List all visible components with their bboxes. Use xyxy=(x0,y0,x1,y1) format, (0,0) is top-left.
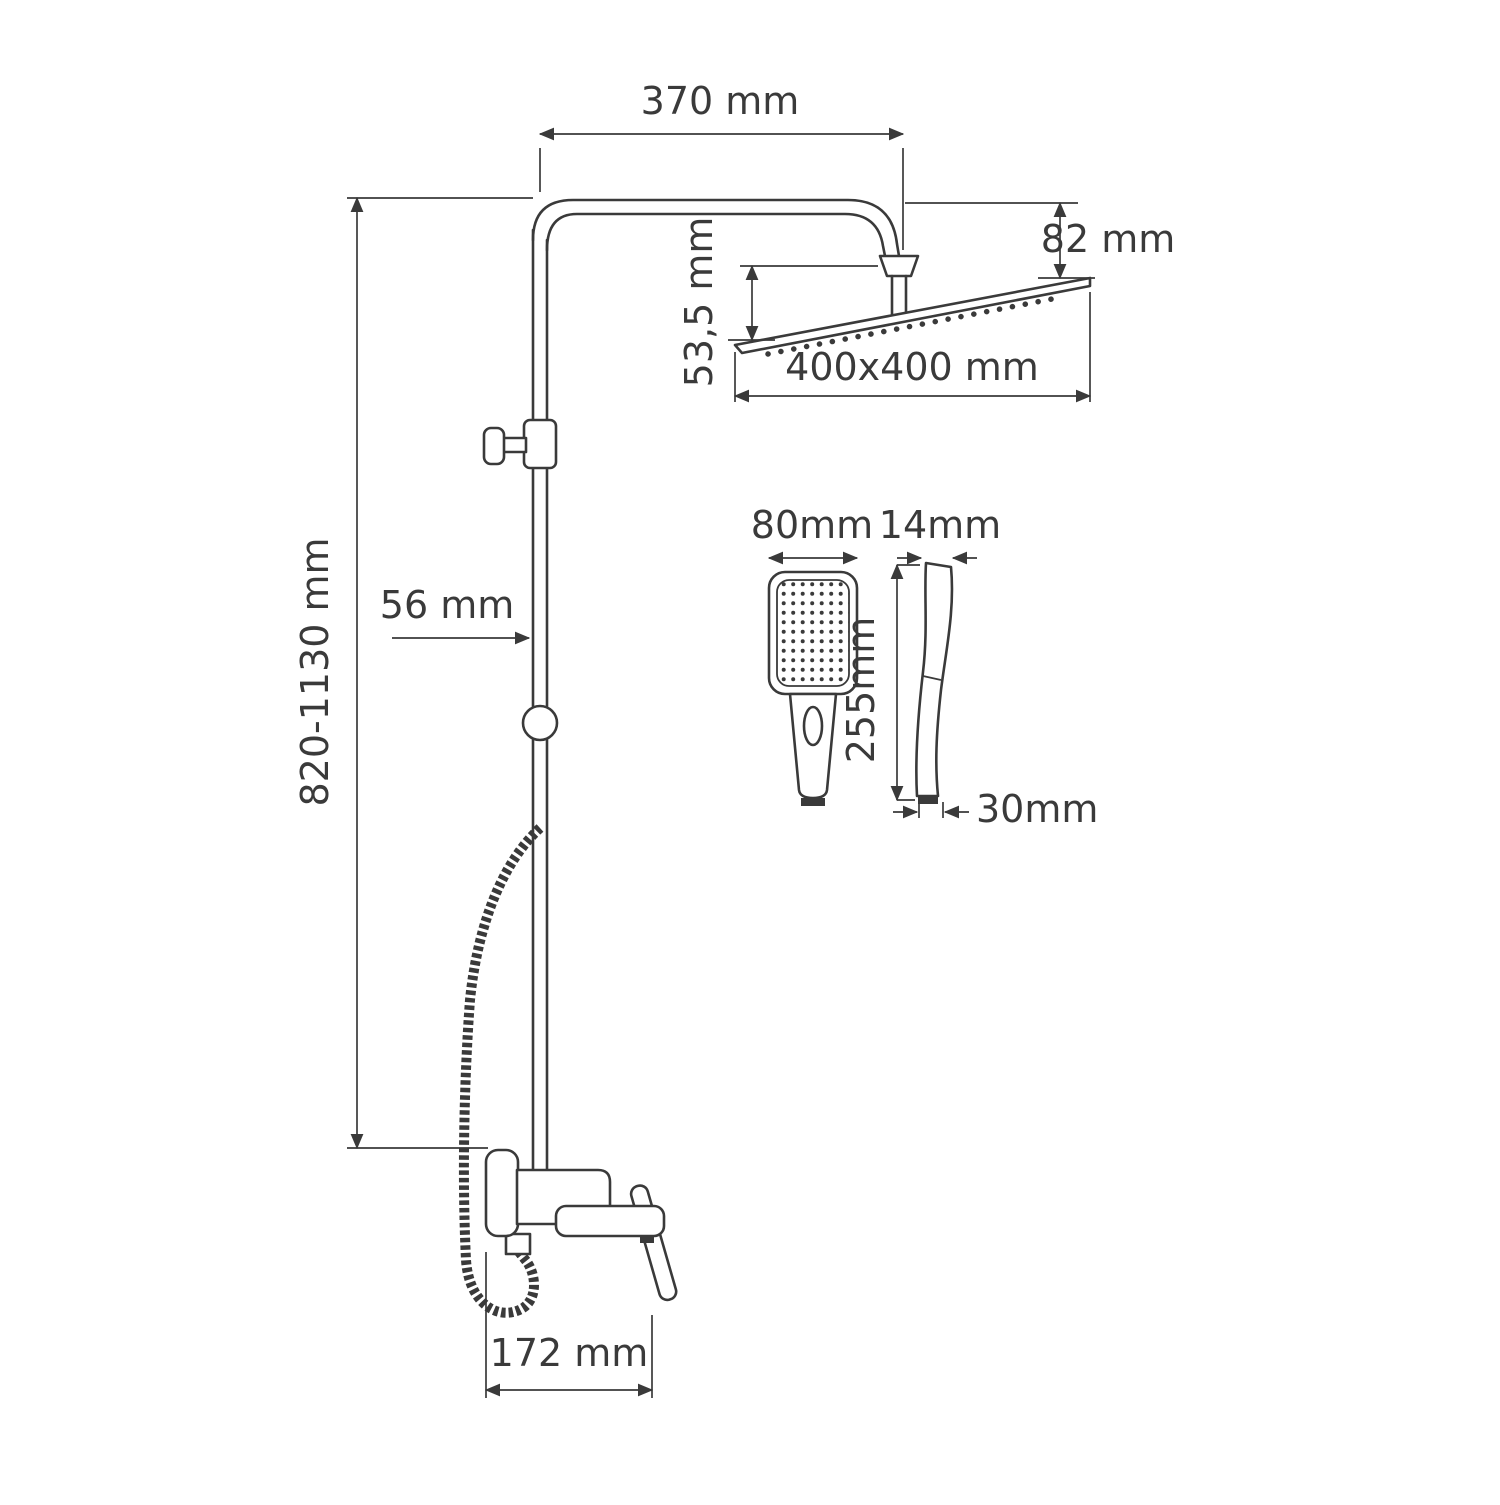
dim-column-offset: 56 mm xyxy=(380,583,531,645)
dim-handshower-width: 80mm xyxy=(751,503,873,565)
label-handshower-bottom: 30mm xyxy=(976,787,1098,831)
side-inlet-cap xyxy=(918,796,938,804)
spout-aerator xyxy=(640,1236,654,1243)
dim-handshower-depth: 14mm xyxy=(879,503,1001,565)
label-head-tilt: 53,5 mm xyxy=(677,217,721,388)
head-nozzles xyxy=(765,296,1055,357)
dim-head-size: 400x400 mm xyxy=(733,292,1092,403)
shower-hose xyxy=(458,824,544,1318)
dim-handshower-length: 255mm xyxy=(839,563,920,802)
label-column-height: 820-1130 mm xyxy=(293,537,337,806)
dim-head-tilt: 53,5 mm xyxy=(677,217,878,388)
dim-spout-reach: 172 mm xyxy=(484,1252,654,1398)
label-handshower-length: 255mm xyxy=(839,617,883,764)
dim-head-drop: 82 mm xyxy=(905,201,1175,280)
hand-shower-front-view xyxy=(767,570,859,806)
hose-connector-nut xyxy=(504,1232,532,1256)
label-head-drop: 82 mm xyxy=(1041,217,1175,261)
dim-column-height: 820-1130 mm xyxy=(293,196,533,1150)
rain-shower-head xyxy=(733,254,1092,357)
label-handshower-depth: 14mm xyxy=(879,503,1001,547)
head-panel xyxy=(733,276,1092,355)
dim-arm-length: 370 mm xyxy=(538,79,905,250)
bath-mixer xyxy=(484,1148,678,1302)
label-column-offset: 56 mm xyxy=(380,583,514,627)
mode-button xyxy=(802,705,824,747)
dim-handshower-bottom: 30mm xyxy=(893,787,1098,831)
diverter-handle xyxy=(482,418,558,470)
label-head-size: 400x400 mm xyxy=(785,345,1039,389)
handle-inlet-cap xyxy=(801,798,825,806)
wall-flange xyxy=(484,1148,520,1238)
hose-slider-knob xyxy=(521,704,559,742)
hand-shower-side-view xyxy=(915,561,954,804)
label-spout-reach: 172 mm xyxy=(490,1331,649,1375)
label-arm-length: 370 mm xyxy=(641,79,800,123)
shower-arm xyxy=(531,198,901,258)
label-handshower-width: 80mm xyxy=(751,503,873,547)
shower-column xyxy=(531,228,549,1176)
spray-face xyxy=(776,579,850,687)
bath-spout xyxy=(554,1204,666,1238)
head-connector-nut xyxy=(878,254,920,278)
